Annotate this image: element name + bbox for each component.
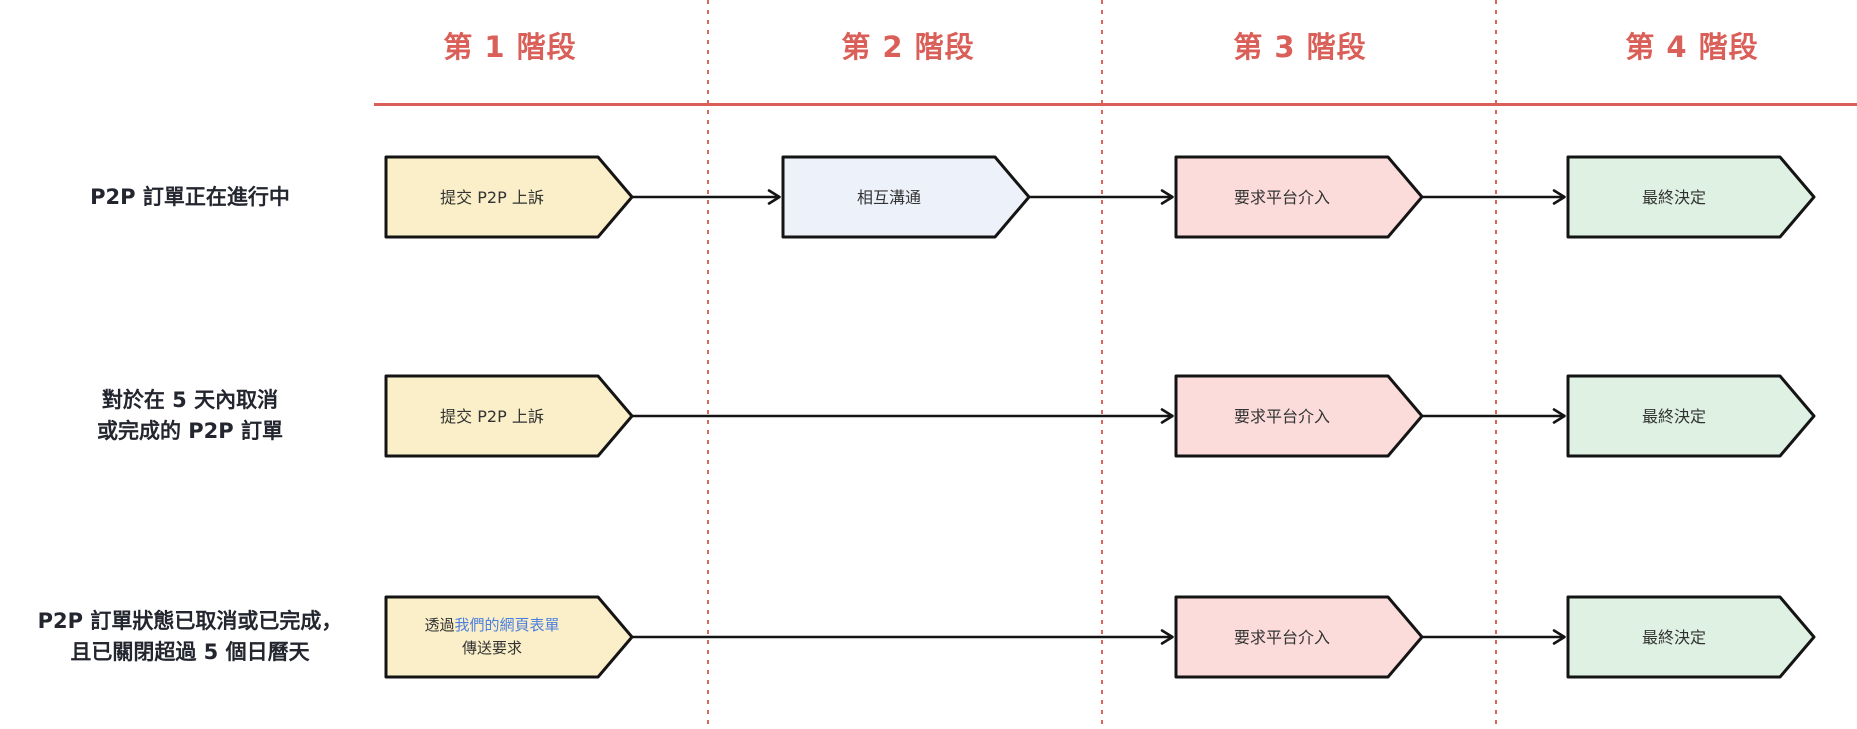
box-label: 最終決定 (1641, 187, 1706, 207)
box-label: 要求平台介入 (1233, 627, 1330, 647)
stage-header-4: 第 4 階段 (1625, 30, 1759, 64)
flow-arrow (632, 629, 1174, 645)
stage-divider-1 (707, 0, 709, 729)
row-label-cancelled-within-5-days: 對於在 5 天內取消 或完成的 P2P 訂單 (15, 374, 365, 458)
box-label: 提交 P2P 上訴 (440, 187, 544, 207)
flow-arrow (1423, 189, 1566, 205)
stage-header-rule (374, 103, 1857, 106)
box-label: 最終決定 (1641, 406, 1706, 426)
box-label: 提交 P2P 上訴 (440, 406, 544, 426)
row-label-line: 對於在 5 天內取消 (101, 388, 279, 412)
box-request-platform-intervention: 要求平台介入 (1174, 595, 1424, 679)
box-label-text: 透過 (424, 616, 455, 634)
stage-header-2: 第 2 階段 (841, 30, 975, 64)
box-request-platform-intervention: 要求平台介入 (1174, 155, 1424, 239)
box-label: 透過我們的網頁表單 傳送要求 (386, 597, 598, 677)
row-label-closed-over-5-days: P2P 訂單狀態已取消或已完成， 且已關閉超過 5 個日曆天 (15, 595, 365, 679)
box-label: 要求平台介入 (1233, 187, 1330, 207)
flow-arrow (1423, 408, 1566, 424)
row-label-line: P2P 訂單正在進行中 (90, 184, 290, 209)
box-send-request-via-web-form: 透過我們的網頁表單 傳送要求 (384, 595, 634, 679)
box-label: 相互溝通 (856, 187, 921, 207)
flow-arrow (1423, 629, 1566, 645)
stage-header-3: 第 3 階段 (1233, 30, 1367, 64)
box-label-line2: 傳送要求 (461, 639, 522, 657)
row-label-order-in-progress: P2P 訂單正在進行中 (15, 155, 365, 239)
box-label-line1: 透過我們的網頁表單 (424, 614, 559, 637)
stage-header-1: 第 1 階段 (443, 30, 577, 64)
box-final-decision: 最終決定 (1566, 374, 1816, 458)
box-label: 要求平台介入 (1233, 406, 1330, 426)
box-submit-p2p-appeal: 提交 P2P 上訴 (384, 155, 634, 239)
flow-arrow (632, 189, 781, 205)
flow-arrow (632, 408, 1174, 424)
stage-divider-2 (1101, 0, 1103, 729)
box-mutual-communication: 相互溝通 (781, 155, 1031, 239)
stage-divider-3 (1495, 0, 1497, 729)
box-final-decision: 最終決定 (1566, 595, 1816, 679)
row-label-line: P2P 訂單狀態已取消或已完成， (37, 609, 343, 633)
web-form-link[interactable]: 我們的網頁表單 (454, 616, 560, 634)
flow-arrow (1030, 189, 1174, 205)
box-final-decision: 最終決定 (1566, 155, 1816, 239)
row-label-line: 且已關閉超過 5 個日曆天 (70, 640, 310, 664)
box-submit-p2p-appeal: 提交 P2P 上訴 (384, 374, 634, 458)
box-request-platform-intervention: 要求平台介入 (1174, 374, 1424, 458)
row-label-line: 或完成的 P2P 訂單 (96, 419, 283, 443)
box-label: 最終決定 (1641, 627, 1706, 647)
